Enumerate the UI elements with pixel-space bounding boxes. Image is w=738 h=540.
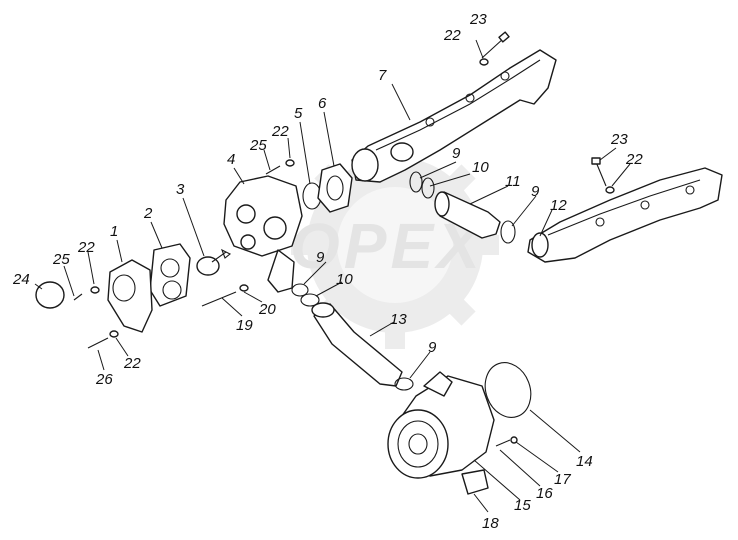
callout-4: 4 (227, 151, 235, 168)
part-25-screw-left (73, 293, 83, 301)
callout-22-lower: 22 (123, 355, 141, 372)
callout-7: 7 (378, 67, 387, 84)
callout-24: 24 (12, 271, 30, 288)
part-14-pump-gasket (484, 362, 532, 418)
part-18-drain-plug (461, 469, 489, 495)
part-22-washer-left (90, 286, 100, 294)
part-7-manifold-upper (351, 49, 557, 183)
callout-17: 17 (554, 471, 571, 488)
part-1-cover (107, 259, 153, 333)
callout-20: 20 (258, 301, 276, 318)
callout-9-bottom: 9 (428, 339, 437, 356)
part-9-ring-bottom (394, 377, 414, 391)
callout-15: 15 (514, 497, 531, 514)
fasteners (73, 31, 615, 447)
watermark-text: OPEX (290, 210, 484, 282)
part-2-gasket (149, 243, 191, 307)
part-4-thermostat-housing (223, 175, 303, 293)
callout-25-left: 25 (52, 251, 70, 268)
bolt-head (498, 31, 510, 43)
part-22-washer-right (605, 186, 615, 194)
callout-22-right: 22 (625, 151, 643, 168)
callout-23-right: 23 (610, 131, 628, 148)
callout-10-upper: 10 (472, 159, 489, 176)
callout-22-left: 22 (77, 239, 95, 256)
part-10-ring-upper (421, 177, 435, 199)
leader-lines (34, 39, 631, 513)
callout-22-top: 22 (271, 123, 289, 140)
part-23-bolt-right (595, 161, 607, 187)
callout-9-lower: 9 (316, 249, 325, 266)
part-15-water-pump (387, 371, 495, 479)
callout-11: 11 (505, 173, 521, 190)
callout-22-upper: 22 (443, 27, 461, 44)
callout-12: 12 (550, 197, 567, 214)
part-9-ring-lower (291, 283, 309, 297)
callout-9-upper: 9 (452, 145, 461, 162)
callout-25-top: 25 (249, 137, 267, 154)
part-22-washer-top (285, 159, 295, 167)
part-9-ring-upper (409, 171, 423, 193)
part-3-thermostat (196, 248, 232, 276)
part-22-washer-lower (109, 330, 119, 338)
callout-23-upper: 23 (469, 11, 487, 28)
part-22-washer-upper (479, 58, 489, 66)
callout-14: 14 (576, 453, 593, 470)
part-11-connector-pipe (434, 191, 501, 239)
part-23-bolt-upper (481, 37, 505, 59)
part-26-bolt (87, 337, 109, 349)
callout-5: 5 (294, 105, 303, 122)
part-24-plug (35, 281, 65, 309)
callout-2: 2 (143, 205, 153, 222)
part-9-ring-right (500, 220, 516, 244)
part-19-bolt (201, 291, 237, 307)
callout-labels: 1 2 3 4 5 6 7 9 10 11 9 12 23 22 23 22 2… (12, 11, 643, 532)
callout-19: 19 (236, 317, 253, 334)
part-17-washer (510, 436, 518, 444)
part-25-screw-top (265, 165, 281, 175)
part-10-ring-lower (300, 293, 320, 307)
callout-26: 26 (95, 371, 113, 388)
callout-3: 3 (176, 181, 185, 198)
callout-1: 1 (110, 223, 118, 240)
bolt-head (591, 157, 601, 165)
callout-13: 13 (390, 311, 407, 328)
callout-9-right: 9 (531, 183, 540, 200)
callout-16: 16 (536, 485, 553, 502)
callout-18: 18 (482, 515, 499, 532)
part-6-flange-gasket (317, 163, 353, 213)
callout-6: 6 (318, 95, 327, 112)
part-16-bolt (495, 439, 511, 447)
part-12-manifold-right (527, 167, 723, 263)
callout-10-lower: 10 (336, 271, 353, 288)
part-20-washer (239, 284, 249, 292)
